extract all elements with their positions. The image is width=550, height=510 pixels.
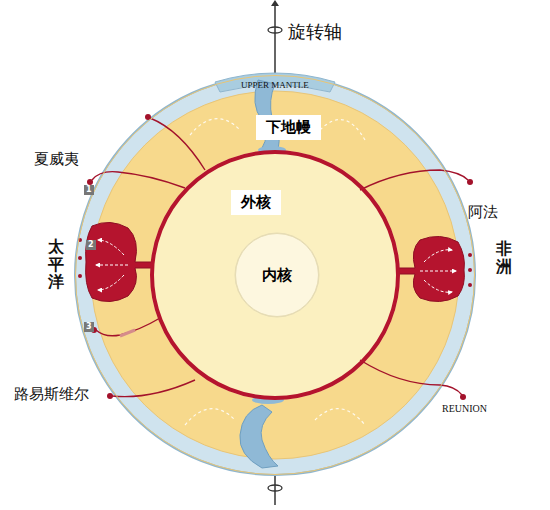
spin-symbol	[268, 485, 282, 491]
axis-arrowhead	[271, 0, 279, 6]
hotspot-label: REUNION	[442, 403, 487, 414]
ocean-label: 太平洋	[48, 238, 64, 291]
plume-flow	[420, 250, 456, 293]
region-name: 外核	[231, 190, 281, 215]
inner-core-region: 内核	[235, 233, 319, 317]
hotspot-label: 路易斯维尔	[14, 385, 89, 404]
plume-tail	[120, 330, 135, 336]
plume-head	[86, 222, 152, 301]
callout-number: 2	[86, 240, 96, 250]
plume-head	[398, 236, 464, 301]
region-name: 下地幔	[256, 115, 321, 140]
mantle-region: 下地幔外核内核	[75, 75, 475, 475]
outer-core-region: 外核内核	[150, 150, 400, 400]
upper-mantle	[75, 75, 475, 475]
rotation-axis	[274, 475, 276, 505]
callout-number: 3	[84, 322, 94, 332]
spin-symbol	[268, 27, 282, 33]
rotation-axis	[274, 6, 276, 76]
callout-number: 1	[84, 185, 94, 195]
axis-label: 旋转轴	[288, 20, 342, 44]
hotspot-dot	[78, 114, 473, 400]
region-name: 内核	[262, 266, 292, 285]
hotspot-label: 阿法	[468, 203, 498, 222]
layer-label: UPPER MANTLE	[241, 80, 309, 90]
plume-conduit	[92, 118, 468, 397]
outer-core	[150, 150, 400, 400]
inner-core	[235, 233, 319, 317]
slab	[240, 405, 278, 468]
lower-mantle	[91, 91, 459, 459]
plume-flow	[96, 240, 128, 290]
hotspot-label: 夏威夷	[34, 150, 79, 169]
continent-label: 非洲	[496, 240, 512, 275]
